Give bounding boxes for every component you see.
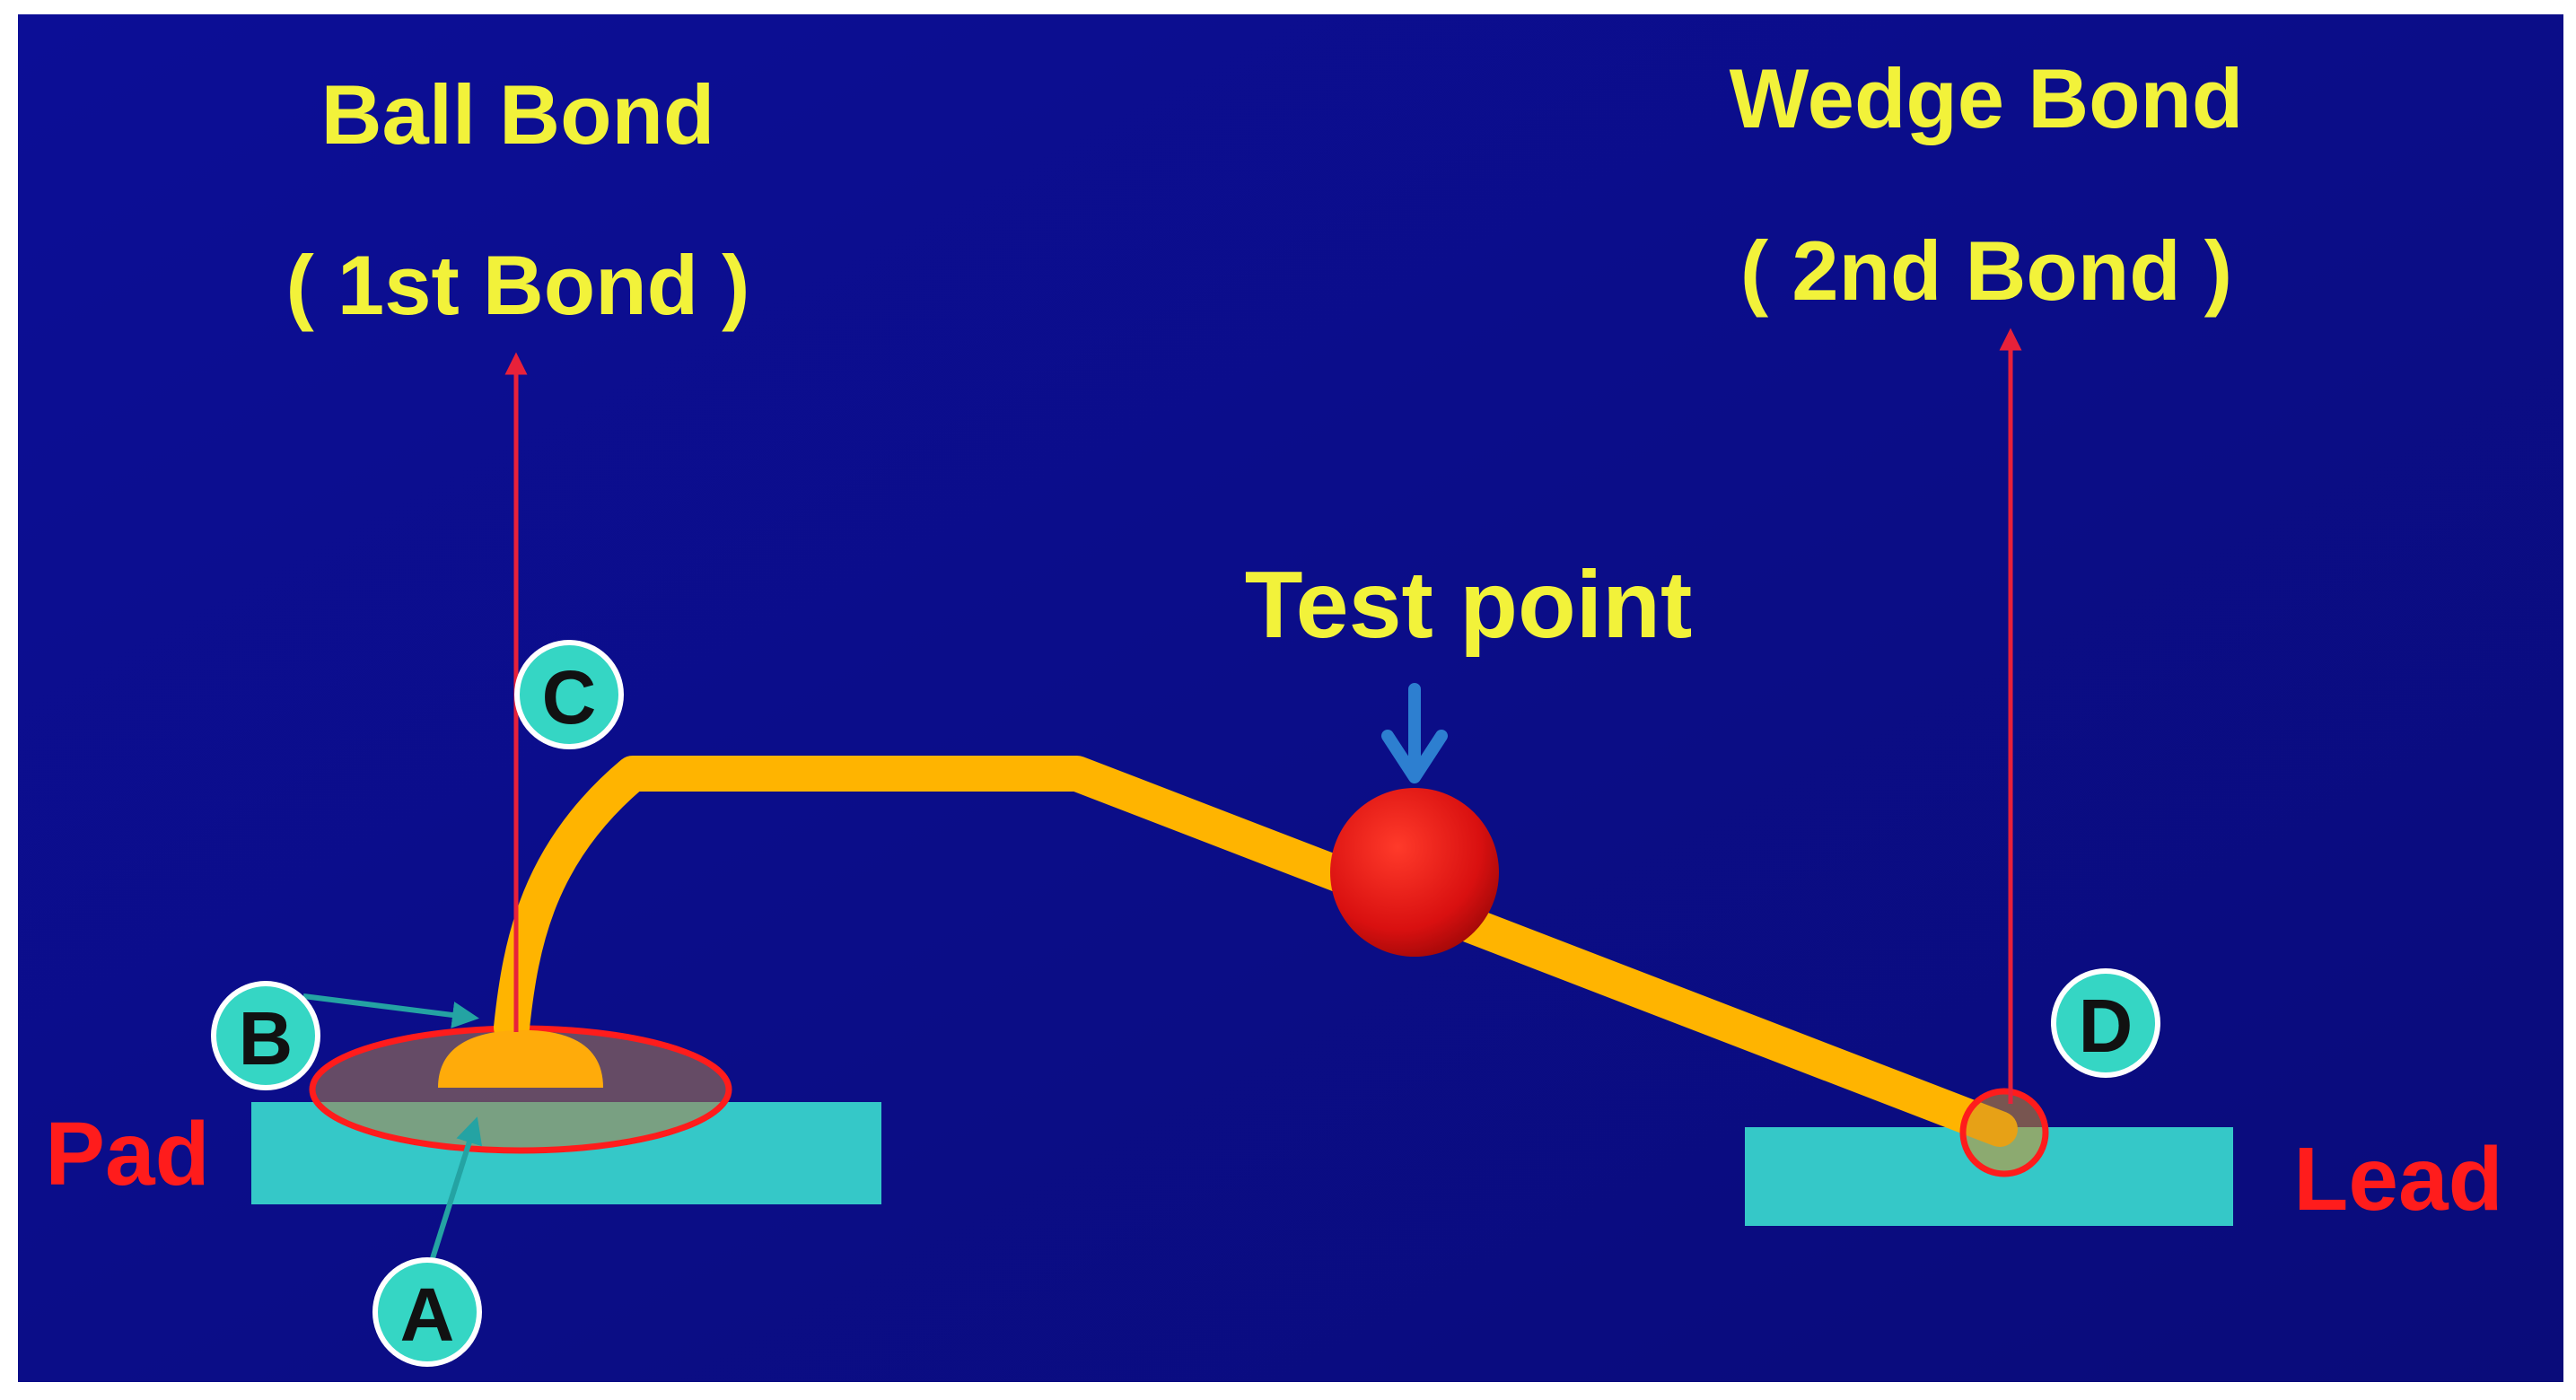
marker-d: D: [2051, 968, 2160, 1078]
ball-bond-title: Ball Bond: [321, 67, 715, 162]
marker-b-label: B: [239, 996, 294, 1081]
marker-a-pointer: [430, 1116, 483, 1259]
marker-c: C: [514, 640, 624, 749]
test-point-arrow-icon: [1381, 683, 1448, 783]
first-bond-subtitle: ( 1st Bond ): [286, 238, 750, 332]
test-point-ball: [1330, 788, 1499, 957]
second-bond-subtitle: ( 2nd Bond ): [1740, 223, 2232, 318]
lead-label: Lead: [2293, 1129, 2502, 1229]
pad-label: Pad: [45, 1104, 209, 1204]
marker-b-pointer: [302, 993, 479, 1028]
ball-bond-bump: [438, 1029, 603, 1088]
marker-c-label: C: [542, 655, 597, 739]
test-point-label: Test point: [1245, 552, 1693, 658]
wedge-bond-title: Wedge Bond: [1730, 51, 2244, 145]
marker-d-label: D: [2079, 984, 2134, 1068]
marker-a-label: A: [400, 1273, 455, 1357]
marker-a: A: [372, 1257, 482, 1367]
marker-b: B: [211, 981, 320, 1090]
wedge-bond-circle: [1959, 1088, 2049, 1177]
